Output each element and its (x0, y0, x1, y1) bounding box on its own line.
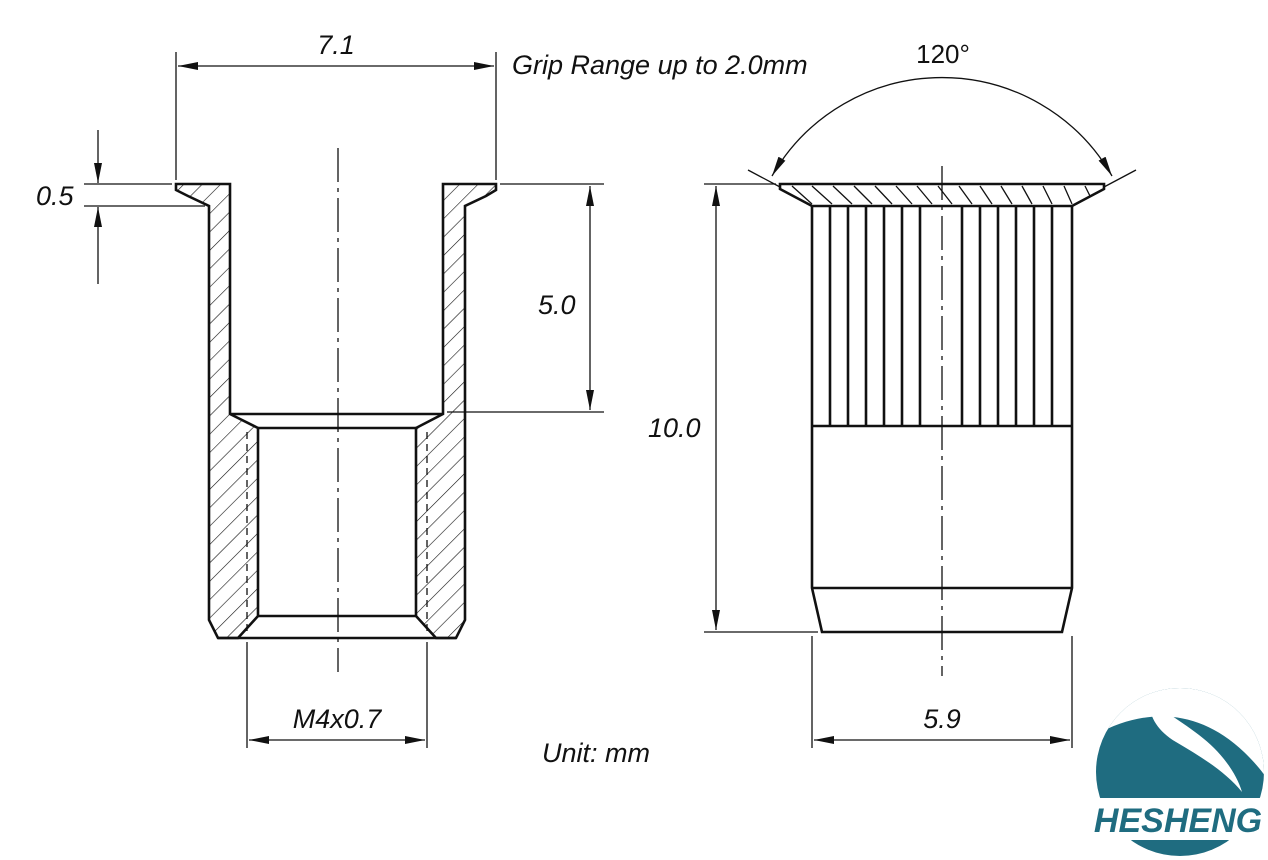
dim-body-diameter: 5.9 (811, 636, 1073, 748)
head-knurl (791, 185, 1091, 205)
logo-wordmark: HESHENG (1094, 802, 1262, 840)
dim-grip-depth-label: 5.0 (538, 290, 576, 320)
body-knurl (828, 206, 1054, 426)
left-wall-section (174, 182, 260, 640)
dim-head-angle: 120° (747, 39, 1137, 188)
dim-flange-width-label: 7.1 (317, 30, 355, 60)
unit-note: Unit: mm (542, 738, 650, 768)
exterior-view (778, 166, 1106, 676)
dim-thread-label: M4x0.7 (293, 704, 383, 734)
dim-total-length-label: 10.0 (648, 413, 701, 443)
dim-grip-depth: 5.0 (447, 183, 604, 413)
dim-flange-thickness-label: 0.5 (36, 181, 75, 211)
right-wall-section (414, 182, 498, 640)
dim-head-angle-label: 120° (916, 39, 970, 69)
grip-range-note: Grip Range up to 2.0mm (512, 50, 808, 80)
hesheng-logo: HESHENG (1088, 688, 1268, 856)
dim-thread: M4x0.7 (246, 642, 428, 748)
dim-flange-thickness: 0.5 (36, 130, 205, 284)
dim-body-diameter-label: 5.9 (923, 704, 961, 734)
dim-flange-width: 7.1 (175, 30, 497, 180)
section-view (174, 148, 498, 672)
dim-total-length: 10.0 (648, 183, 818, 633)
